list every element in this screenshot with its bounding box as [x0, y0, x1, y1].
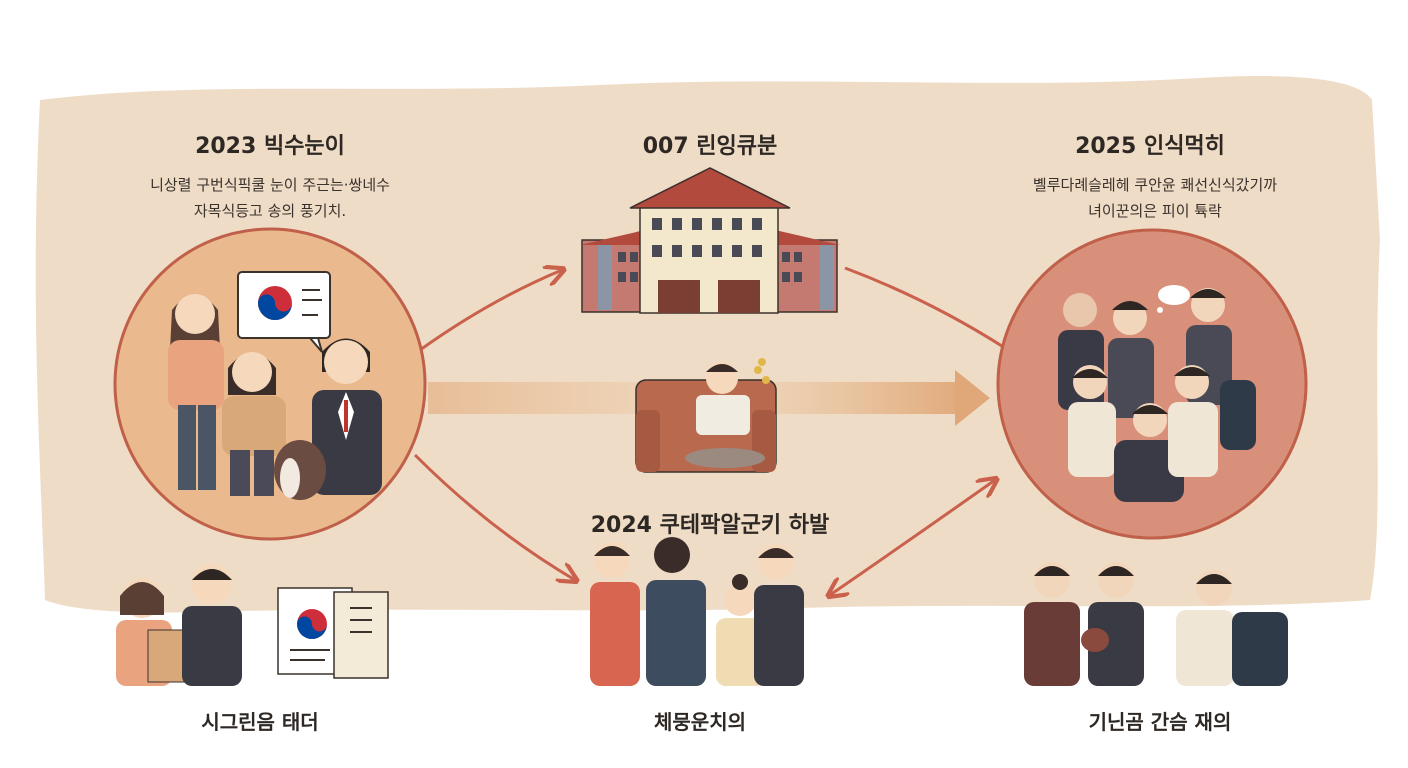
student-figure [168, 294, 224, 490]
group-figure [1068, 365, 1116, 477]
left-section-title: 2023 빅수눈이 [195, 134, 345, 159]
left-section-desc-line2: 자목식등고 송의 풍기치. [193, 202, 347, 220]
right-circle [996, 228, 1308, 540]
center-bottom-title: 2024 쿠테팍알군키 하발 [590, 513, 830, 538]
dog-figure [274, 440, 326, 500]
bottom-center-scene [590, 537, 804, 686]
left-caption: 시그린음 태더 [201, 710, 319, 734]
left-section-desc-line1: 니상렬 구번식픽쿨 눈이 주근는·쌍네수 [150, 176, 390, 194]
arrow-left-to-group [413, 453, 575, 580]
center-caption: 체뭉운치의 [654, 710, 746, 734]
sofa-figure [635, 358, 777, 473]
student-figure [312, 338, 382, 495]
left-circle [113, 227, 427, 541]
group-figure [1108, 301, 1154, 418]
bottom-left-scene [116, 564, 389, 686]
right-section-title: 2025 인식먹히 [1075, 134, 1225, 159]
coat-figure [1220, 380, 1256, 450]
group-figure [1168, 365, 1218, 477]
flower-icon [754, 358, 770, 384]
arrow-left-to-building [419, 270, 562, 352]
bottom-right-scene [1024, 562, 1288, 686]
right-section-desc-line1: 볠루다례슬레헤 쿠안윤 쾌선신식갔기까 [1032, 176, 1278, 194]
arrow-group-to-right [830, 480, 995, 595]
student-figure [222, 352, 286, 496]
thin-arrows [413, 266, 1006, 595]
thought-bubble [1157, 285, 1190, 313]
arrow-building-to-right [844, 266, 1006, 350]
center-top-title: 007 린잉큐분 [642, 134, 778, 159]
group-figure [1114, 403, 1184, 502]
korean-flag-icon [237, 271, 331, 353]
right-caption: 기닌곰 간슴 재의 [1088, 710, 1232, 734]
right-section-desc-line2: 녀이꾼의은 피이 튝락 [1088, 202, 1222, 220]
school-building-icon [580, 167, 840, 314]
